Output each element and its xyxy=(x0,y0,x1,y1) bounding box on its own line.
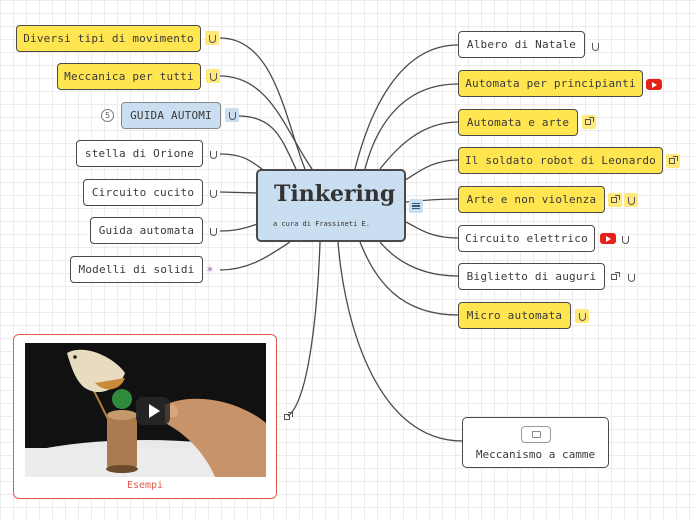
node-automata-e-arte[interactable]: Automata e arte xyxy=(458,109,578,136)
external-link-icon[interactable] xyxy=(582,115,596,129)
link-icon[interactable] xyxy=(225,108,239,122)
media-caption: Esempi xyxy=(126,480,164,491)
link-icon[interactable] xyxy=(618,232,632,246)
central-subtitle: a cura di Frassineti E. xyxy=(273,220,370,228)
link-icon[interactable] xyxy=(575,309,589,323)
youtube-icon[interactable] xyxy=(646,79,662,90)
node-guida-automata[interactable]: Guida automata xyxy=(90,217,203,244)
node-micro-automata[interactable]: Micro automata xyxy=(458,302,571,329)
node-arte-e-non-violenza[interactable]: Arte e non violenza xyxy=(458,186,605,213)
node-albero-di-natale[interactable]: Albero di Natale xyxy=(458,31,585,58)
external-link-icon[interactable] xyxy=(281,410,295,424)
link-icon[interactable] xyxy=(624,193,638,207)
media-node-esempi[interactable]: Esempi xyxy=(13,334,277,499)
notes-icon[interactable] xyxy=(409,199,423,213)
node-modelli-di-solidi[interactable]: Modelli di solidi xyxy=(70,256,203,283)
play-icon[interactable] xyxy=(136,397,170,425)
external-link-icon[interactable] xyxy=(608,193,622,207)
link-icon[interactable] xyxy=(588,39,602,53)
link-icon[interactable] xyxy=(205,31,219,45)
camera-icon xyxy=(521,426,551,443)
node-circuito-elettrico[interactable]: Circuito elettrico xyxy=(458,225,595,252)
youtube-icon[interactable] xyxy=(600,233,616,244)
link-icon[interactable] xyxy=(206,224,220,238)
node-il-soldato-robot-di-leonardo[interactable]: Il soldato robot di Leonardo xyxy=(458,147,663,174)
node-guida-automi[interactable]: GUIDA AUTOMI xyxy=(121,102,221,129)
video-thumbnail[interactable] xyxy=(25,343,266,477)
link-icon[interactable] xyxy=(206,186,220,200)
video-scene xyxy=(25,349,266,477)
node-meccanismo-a-camme[interactable]: Meccanismo a camme xyxy=(462,417,609,468)
node-stella-di-orione[interactable]: stella di Orione xyxy=(76,140,203,167)
child-count-badge[interactable]: 5 xyxy=(101,109,114,122)
node-automata-per-principianti[interactable]: Automata per principianti xyxy=(458,70,643,97)
node-biglietto-di-auguri[interactable]: Biglietto di auguri xyxy=(458,263,605,290)
node-circuito-cucito[interactable]: Circuito cucito xyxy=(83,179,203,206)
link-icon[interactable] xyxy=(624,270,638,284)
star-icon: ✶ xyxy=(206,262,214,277)
link-icon[interactable] xyxy=(206,69,220,83)
node-diversi-tipi-di-movimento[interactable]: Diversi tipi di movimento xyxy=(16,25,201,52)
node-label: Meccanismo a camme xyxy=(475,448,596,461)
external-link-icon[interactable] xyxy=(608,270,622,284)
external-link-icon[interactable] xyxy=(666,154,680,168)
link-icon[interactable] xyxy=(206,147,220,161)
central-topic[interactable]: Tinkering a cura di Frassineti E. xyxy=(256,169,406,242)
central-title: Tinkering xyxy=(274,181,396,207)
node-meccanica-per-tutti[interactable]: Meccanica per tutti xyxy=(57,63,201,90)
